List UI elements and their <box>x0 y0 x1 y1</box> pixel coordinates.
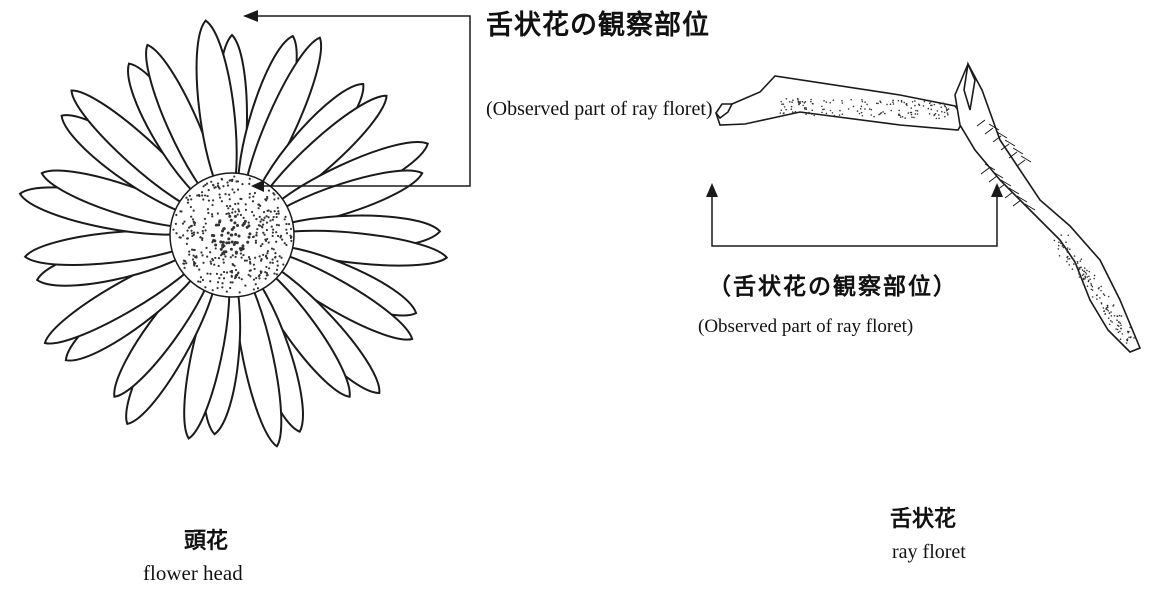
ray-floret-ovary <box>955 64 1140 352</box>
flower-head-caption-jp: 頭花 <box>184 523 228 555</box>
arrow-up-right <box>991 183 1003 197</box>
ray-floret-ligule <box>716 76 965 130</box>
flower-head-caption-en: flower head <box>143 561 243 586</box>
ray-floret-caption-jp: 舌状花 <box>890 501 956 533</box>
ray-floret-caption-en: ray floret <box>892 541 966 564</box>
flower-head-annotation-jp: 舌状花の観察部位 <box>486 6 721 46</box>
ray-floret-bracket <box>712 194 997 246</box>
ray-floret-illustration <box>716 64 1140 352</box>
arrow-up-left <box>706 183 718 197</box>
ray-floret-annotation-en: (Observed part of ray floret) <box>698 316 913 338</box>
ray-floret-annotation-jp: （舌状花の観察部位） <box>708 267 958 301</box>
flower-head-annotation-en: (Observed part of ray floret) <box>486 93 721 125</box>
arrow-head-top <box>243 10 258 22</box>
flower-head-center <box>170 173 294 297</box>
